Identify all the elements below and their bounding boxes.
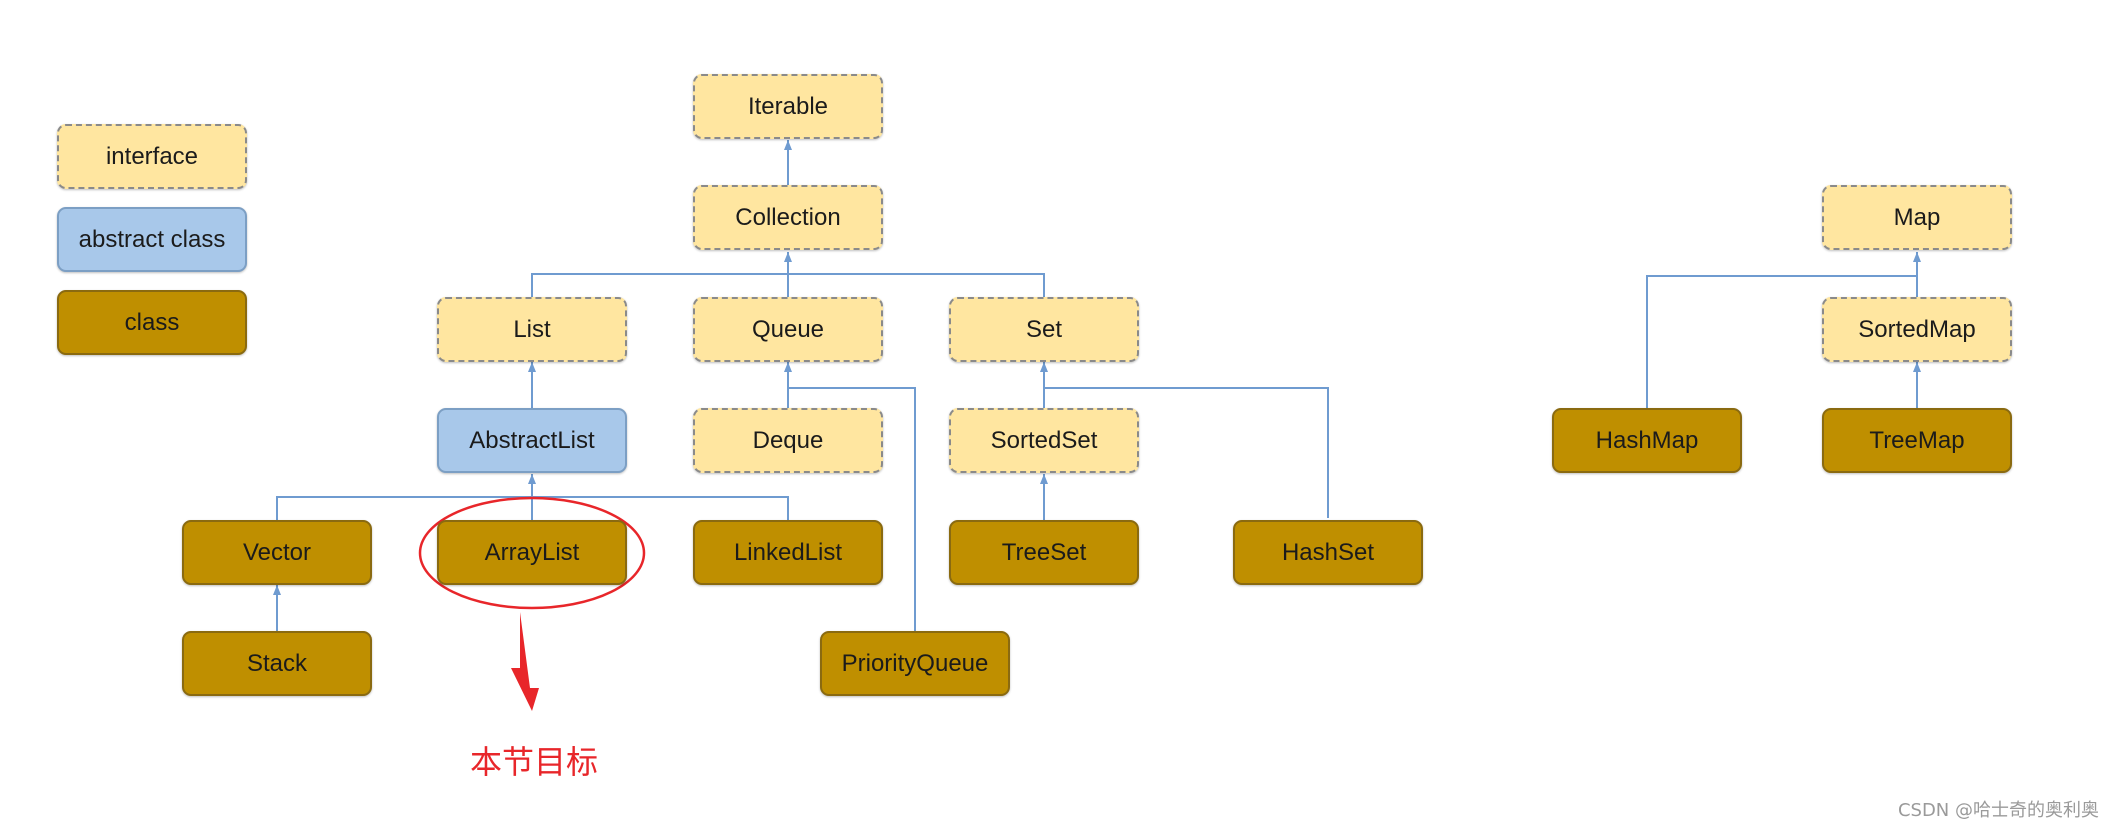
annotation-label: 本节目标 bbox=[470, 743, 599, 781]
legend-class: class bbox=[57, 290, 247, 355]
node-hash-set: HashSet bbox=[1233, 520, 1423, 585]
node-hash-map: HashMap bbox=[1552, 408, 1742, 473]
node-array-list: ArrayList bbox=[437, 520, 627, 585]
node-map: Map bbox=[1822, 185, 2012, 250]
node-abstract-list: AbstractList bbox=[437, 408, 627, 473]
node-tree-set: TreeSet bbox=[949, 520, 1139, 585]
node-iterable: Iterable bbox=[693, 74, 883, 139]
node-tree-map: TreeMap bbox=[1822, 408, 2012, 473]
annotation-arrow bbox=[511, 612, 539, 711]
edge-priorityqueue-queue bbox=[787, 362, 916, 632]
node-sorted-map: SortedMap bbox=[1822, 297, 2012, 362]
highlight-ellipse bbox=[418, 496, 646, 610]
node-deque: Deque bbox=[693, 408, 883, 473]
node-stack: Stack bbox=[182, 631, 372, 696]
node-collection: Collection bbox=[693, 185, 883, 250]
watermark: CSDN @哈士奇的奥利奥 bbox=[1897, 800, 2099, 821]
node-priority-queue: PriorityQueue bbox=[820, 631, 1010, 696]
node-vector: Vector bbox=[182, 520, 372, 585]
node-list: List bbox=[437, 297, 627, 362]
node-sorted-set: SortedSet bbox=[949, 408, 1139, 473]
node-queue: Queue bbox=[693, 297, 883, 362]
legend-abstract-class: abstract class bbox=[57, 207, 247, 272]
node-linked-list: LinkedList bbox=[693, 520, 883, 585]
legend-interface: interface bbox=[57, 124, 247, 189]
node-set: Set bbox=[949, 297, 1139, 362]
edge-hashset-set bbox=[1044, 387, 1329, 518]
